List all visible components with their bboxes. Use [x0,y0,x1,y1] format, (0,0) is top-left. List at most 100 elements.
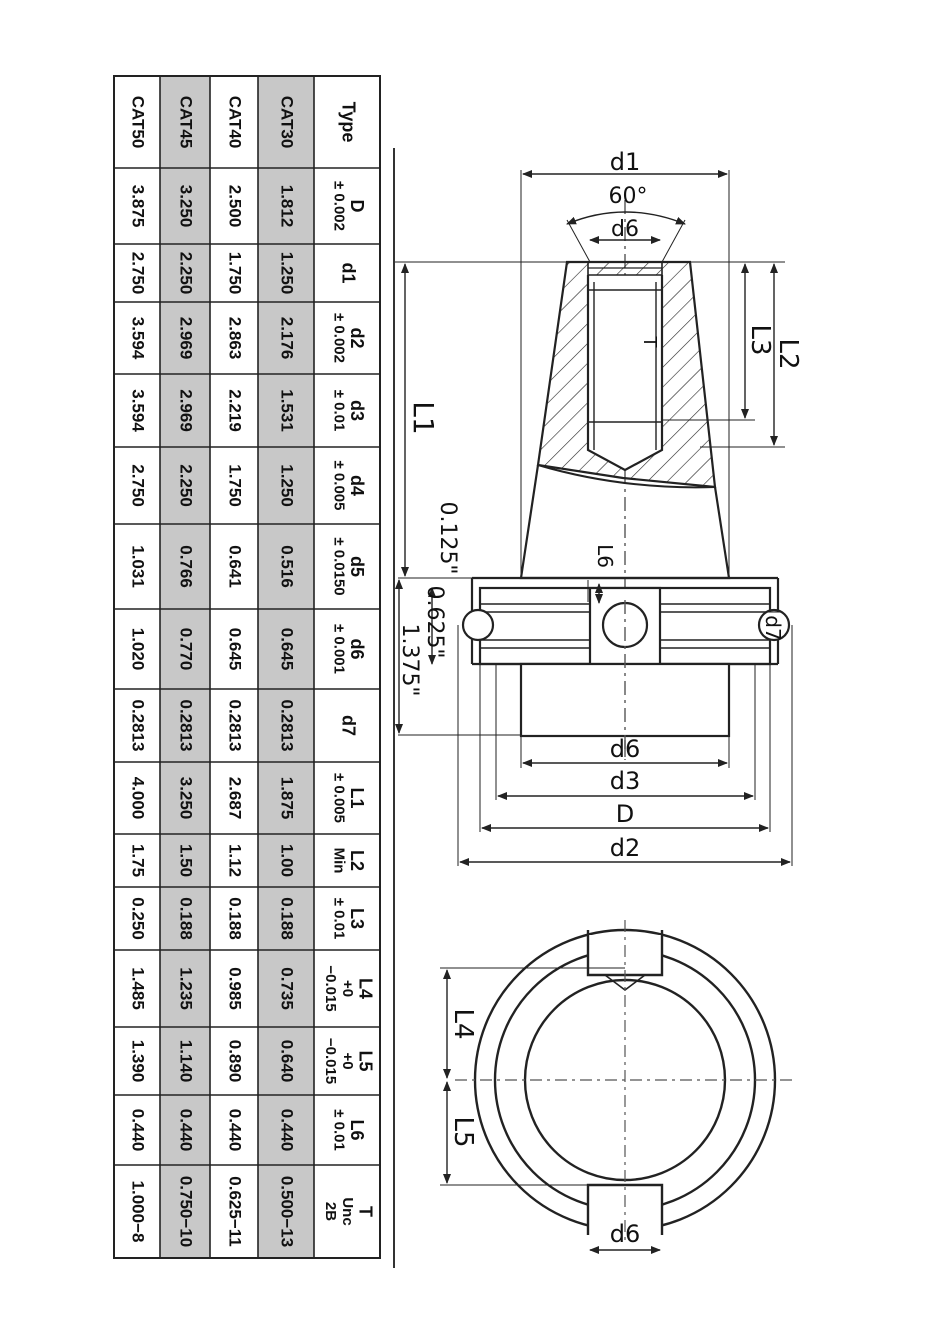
table-type-cell: CAT50 [129,96,148,149]
label-d6-bottom: d6 [610,735,641,763]
table-cell: 0.188 [278,897,297,940]
table-cell: 0.770 [177,628,196,671]
table-cell: 3.594 [129,389,148,432]
table-cell: 1.031 [129,545,148,588]
table-cell: 2.687 [226,777,245,820]
table-cell: 1.250 [278,464,297,507]
table-cell: 2.863 [226,317,245,360]
table-header: d4 [347,475,367,496]
table-header: Min [331,848,348,874]
table-header: D [347,200,367,213]
table-header: ± 0.005 [331,773,348,823]
table-cell: 3.594 [129,317,148,360]
table-cell: 3.250 [177,185,196,228]
table-cell: 1.50 [177,844,196,877]
table-header: +0 [339,1052,356,1069]
table-cell: 0.766 [177,545,196,588]
label-d7: d7 [761,615,785,640]
table-header: L6 [347,1119,367,1140]
table-cell: 3.875 [129,185,148,228]
table-header: T [355,1206,375,1217]
table-cell: 0.250 [129,897,148,940]
side-dimensions [395,170,793,866]
table-cell: 0.440 [177,1109,196,1152]
label-d3: d3 [610,767,641,795]
table-cell: 0.2813 [278,700,297,752]
table-cell: 2.969 [177,389,196,432]
label-L5: L5 [448,1116,478,1147]
table-header: ± 0.002 [331,313,348,363]
table-header: L1 [347,787,367,808]
table-header: d6 [347,638,367,659]
table-cell: 1.750 [226,252,245,295]
table-header: L3 [347,908,367,929]
table-cell: 1.140 [177,1040,196,1083]
table-cell: 1.390 [129,1040,148,1083]
table-cell: 1.75 [129,844,148,877]
table-header: −0.015 [322,965,339,1011]
table-cell: 0.750−10 [177,1176,196,1247]
table-header: L4 [355,978,375,999]
table-header: ± 0.005 [331,461,348,511]
table-cell: 0.440 [278,1109,297,1152]
label-d6-end: d6 [610,1220,641,1248]
table-header: d1 [338,262,358,283]
table-cell: 0.985 [226,967,245,1010]
label-T: T [639,336,660,349]
table-header: 2B [322,1202,339,1221]
table-type-cell: CAT45 [177,96,196,149]
label-L4: L4 [448,1008,478,1039]
table-cell: 0.440 [226,1109,245,1152]
label-1375: 1.375" [397,623,422,696]
table-cell: 1.531 [278,389,297,432]
table-header: Type [338,102,358,143]
table-cell: 0.188 [177,897,196,940]
shaded-column [258,76,314,1258]
table-cell: 0.500−13 [278,1176,297,1247]
table-cell: 3.250 [177,777,196,820]
label-d6-top: d6 [611,217,639,242]
table-cell: 0.735 [278,967,297,1010]
end-view [455,920,795,1240]
tapped-hole [586,275,664,472]
table-cell: 2.219 [226,389,245,432]
table-cell: 0.440 [129,1109,148,1152]
label-d2: d2 [610,834,641,862]
shaded-column [160,76,210,1258]
groove-ball-left [461,608,495,642]
table-cell: 2.500 [226,185,245,228]
table-cell: 0.890 [226,1040,245,1083]
label-L6: L6 [593,544,617,568]
table-cell: 0.645 [226,628,245,671]
table-cell: 1.750 [226,464,245,507]
table-header: ± 0.001 [331,624,348,674]
table-cell: 2.750 [129,464,148,507]
table-header: d2 [347,327,367,348]
label-d1: d1 [610,148,641,176]
table-cell: 1.235 [177,967,196,1010]
table-cell: 1.250 [278,252,297,295]
label-L3: L3 [745,324,775,355]
table-cell: 0.188 [226,897,245,940]
table-cell: 0.2813 [226,700,245,752]
table-cell: 0.516 [278,545,297,588]
label-D: D [616,800,634,828]
table-header: ± 0.0150 [331,537,348,595]
groove-ball-right [757,608,791,642]
table-cell: 1.485 [129,967,148,1010]
table-cell: 1.875 [278,777,297,820]
side-view [461,200,791,760]
table-cell: 1.12 [226,844,245,877]
table-cell: 0.640 [278,1040,297,1083]
label-angle: 60° [609,184,648,209]
table-cell: 2.969 [177,317,196,360]
table-cell: 1.020 [129,628,148,671]
table-type-cell: CAT40 [226,96,245,149]
table-cell: 0.2813 [177,700,196,752]
drawing-labels: d1 60° d6 T L3 L2 L1 0.125" L6 0.625" 1.… [397,148,803,1248]
table-type-cell: CAT30 [278,96,297,149]
table-cell: 2.176 [278,317,297,360]
